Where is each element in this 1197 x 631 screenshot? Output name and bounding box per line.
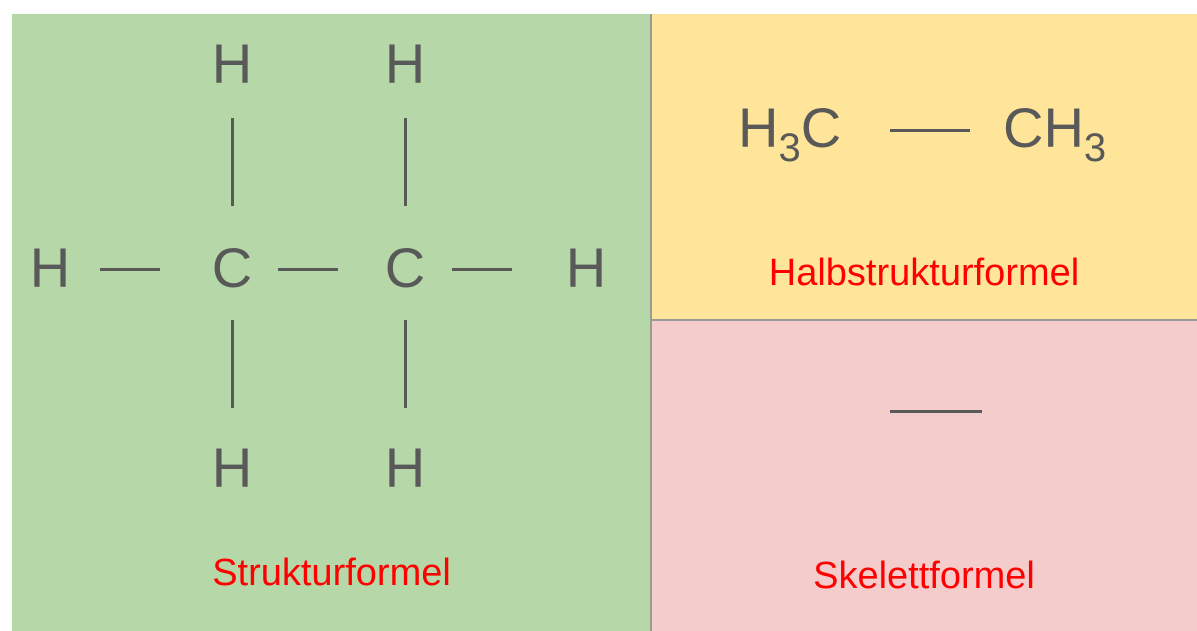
bond-h-c1 (100, 268, 160, 271)
bond-ch3-ch3 (890, 129, 970, 132)
atom-h-top-right: H (384, 32, 426, 95)
atom-h-top-left: H (211, 32, 253, 95)
bond-c2-h-bottom (404, 320, 407, 408)
atom-c-right: C (384, 236, 426, 299)
horizontal-divider (651, 319, 1197, 321)
atom-h-bottom-right: H (384, 436, 426, 499)
atom-h-right: H (565, 236, 607, 299)
vertical-divider (650, 14, 652, 631)
condensed-formula-panel (651, 14, 1197, 320)
bond-c1-h-bottom (231, 320, 234, 408)
bond-c2-h (452, 268, 512, 271)
structural-formula-caption: Strukturformel (212, 552, 451, 594)
group-h3c-tail: C (800, 96, 842, 159)
bond-c1-h-top (231, 118, 234, 206)
atom-c-left: C (211, 236, 253, 299)
group-h3c-subscript: 3 (778, 126, 801, 170)
group-ch3-element: CH (1003, 96, 1084, 159)
group-ch3: CH3 (1003, 96, 1106, 169)
skeletal-bond (890, 410, 982, 413)
skeletal-formula-caption: Skelettformel (813, 555, 1035, 597)
structural-formula-panel (12, 14, 651, 631)
atom-h-bottom-left: H (211, 436, 253, 499)
group-h3c-element: H (738, 96, 779, 159)
group-ch3-subscript: 3 (1083, 126, 1107, 170)
bond-c2-h-top (404, 118, 407, 206)
condensed-formula-caption: Halbstrukturformel (768, 252, 1080, 294)
atom-h-left: H (29, 236, 71, 299)
bond-c1-c2 (278, 268, 338, 271)
group-h3c: H3C (738, 96, 842, 169)
skeletal-formula-panel (651, 320, 1197, 631)
